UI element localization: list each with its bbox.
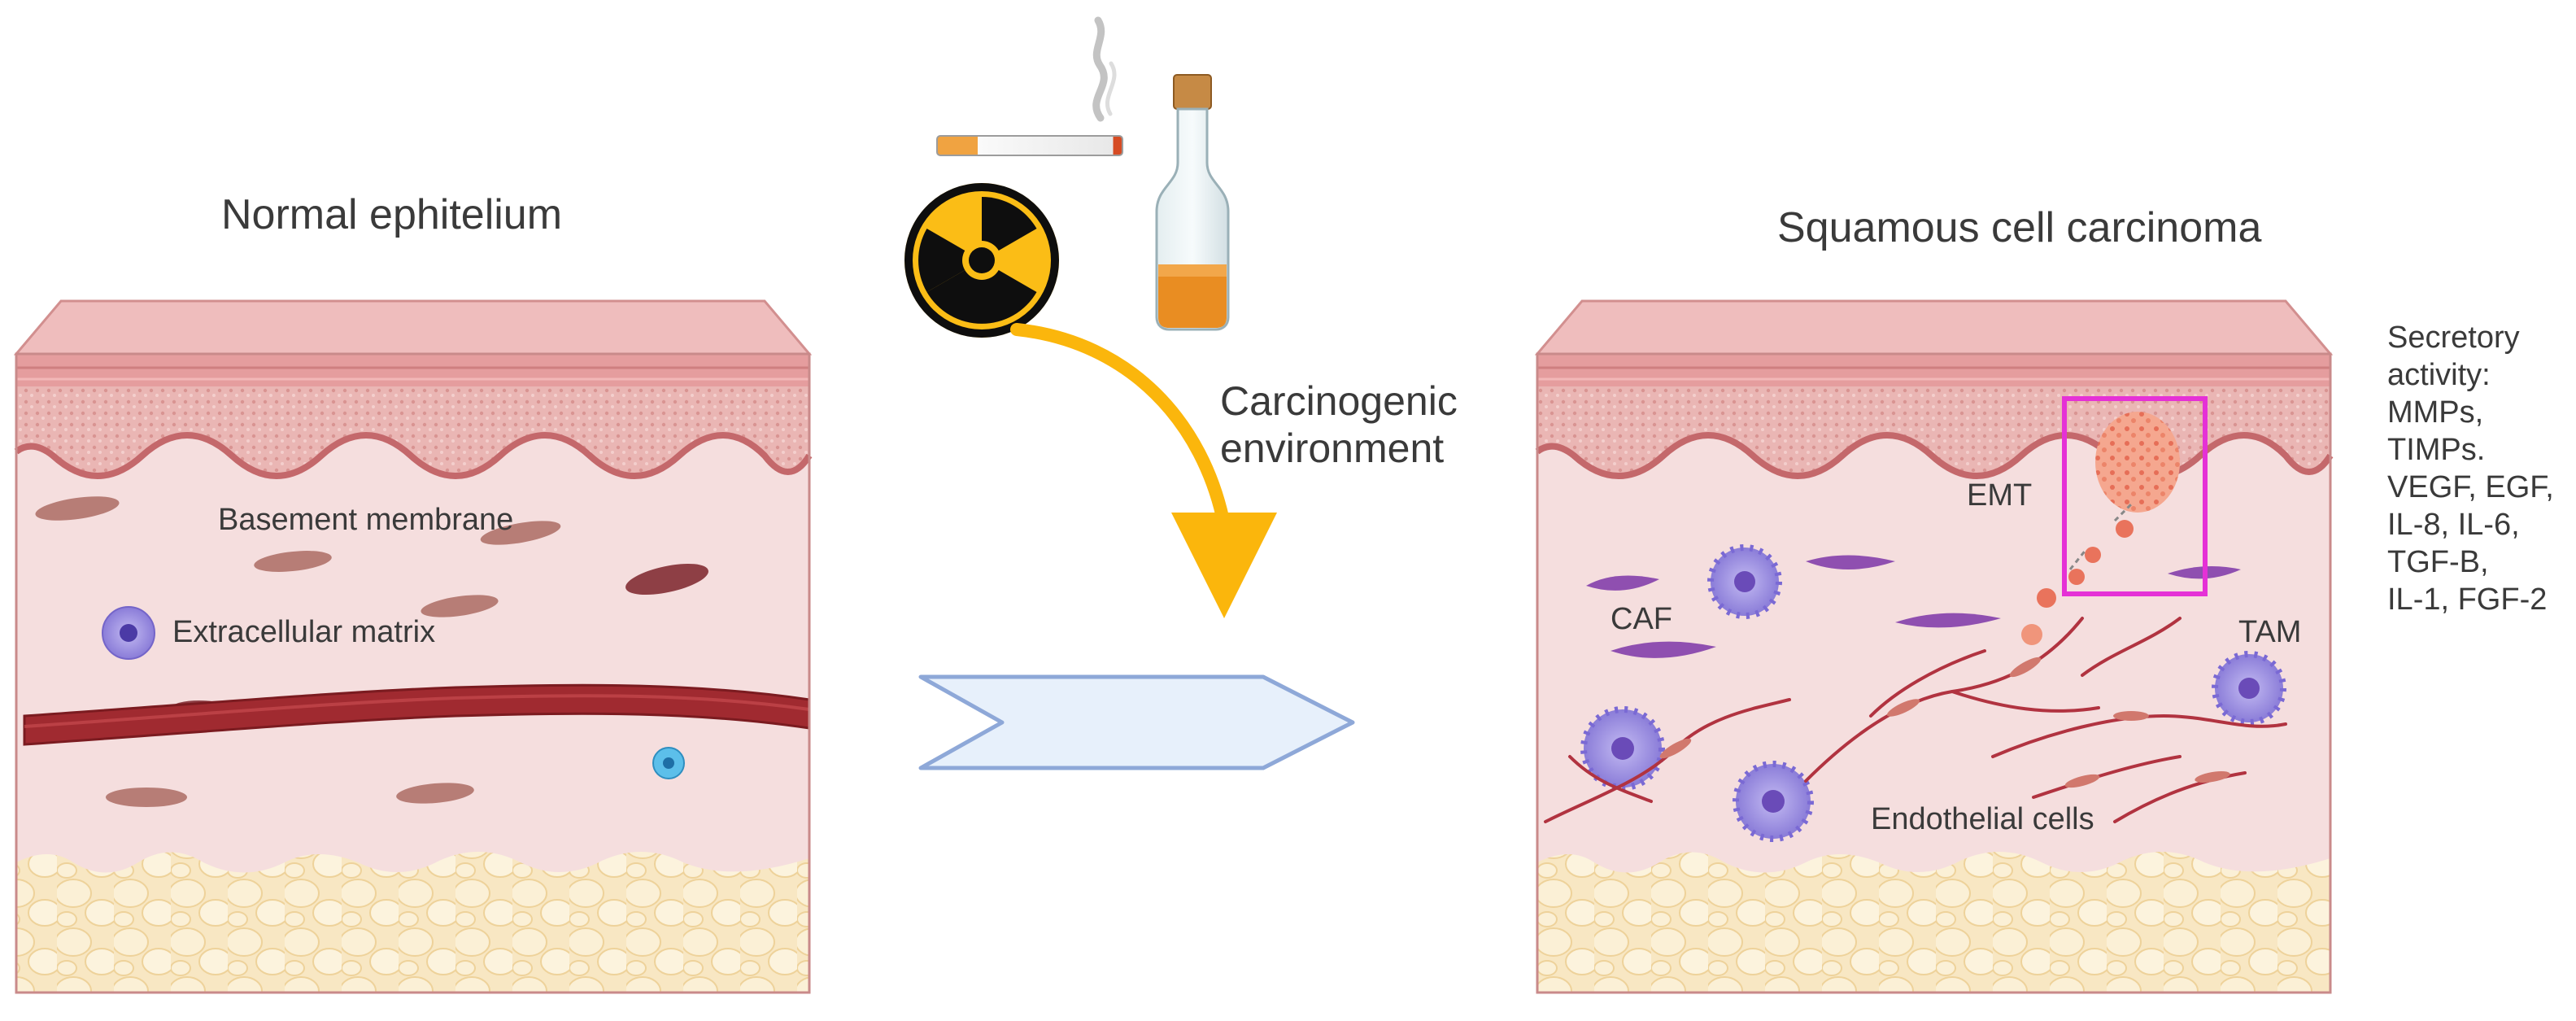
- tam-label: TAM: [2238, 615, 2302, 649]
- curved-arrow-icon: [1010, 323, 1277, 618]
- secretory-line: MMPs,: [2387, 395, 2484, 430]
- bottle-icon: [1155, 74, 1230, 331]
- secretory-line: TIMPs.: [2387, 433, 2486, 467]
- carcinoma-top-face: [1534, 299, 2334, 356]
- endothelial-network: [1544, 617, 2287, 823]
- caf-label: CAF: [1611, 602, 1672, 636]
- secretory-line: Secretory: [2387, 321, 2520, 355]
- environment-line-2: environment: [1220, 425, 1445, 471]
- normal-top-face: [13, 299, 813, 356]
- endothelial-cells-label: Endothelial cells: [1871, 802, 2094, 836]
- cigarette-icon: [936, 135, 1123, 156]
- carcinoma-title: Squamous cell carcinoma: [1777, 204, 2262, 251]
- radiation-icon: [904, 183, 1059, 338]
- normal-tissue-block: [13, 299, 813, 994]
- smoke-icon: [1092, 16, 1117, 122]
- normal-epithelium-title: Normal ephitelium: [221, 191, 563, 238]
- basement-membrane-label: Basement membrane: [218, 503, 514, 537]
- environment-line-1: Carcinogenic: [1220, 378, 1458, 424]
- endothelial-cells: [1659, 657, 2230, 788]
- tumor-cluster-icon: [2095, 412, 2180, 513]
- secretory-line: IL-8, IL-6,: [2387, 508, 2520, 542]
- caf-cells: [1586, 555, 2241, 658]
- carcinoma-tissue-block: [1534, 299, 2334, 994]
- tam-cells: [1580, 544, 2286, 842]
- normal-epidermis: [16, 386, 809, 476]
- secretory-line: TGF-B,: [2387, 545, 2489, 579]
- normal-stratum-corneum: [16, 354, 809, 386]
- emt-highlight-box: [2062, 396, 2208, 596]
- emt-label: EMT: [1967, 478, 2033, 513]
- chevron-arrow-icon: [918, 674, 1355, 770]
- carcinoma-fat-layer: [1537, 851, 2330, 993]
- normal-fat-layer: [16, 851, 809, 993]
- normal-basement-membrane: [14, 432, 813, 479]
- secretory-line: IL-1, FGF-2: [2387, 582, 2548, 617]
- carcinogenic-environment-label: Carcinogenic environment: [1220, 377, 1458, 472]
- secretory-line: VEGF, EGF,: [2387, 470, 2554, 504]
- carcinoma-basement-membrane: [1535, 432, 2334, 479]
- secretory-line: activity:: [2387, 358, 2491, 392]
- migrating-cells: [2021, 503, 2134, 645]
- secretory-activity-list: Secretory activity: MMPs, TIMPs. VEGF, E…: [2387, 319, 2554, 618]
- extracellular-matrix-label: Extracellular matrix: [172, 615, 436, 649]
